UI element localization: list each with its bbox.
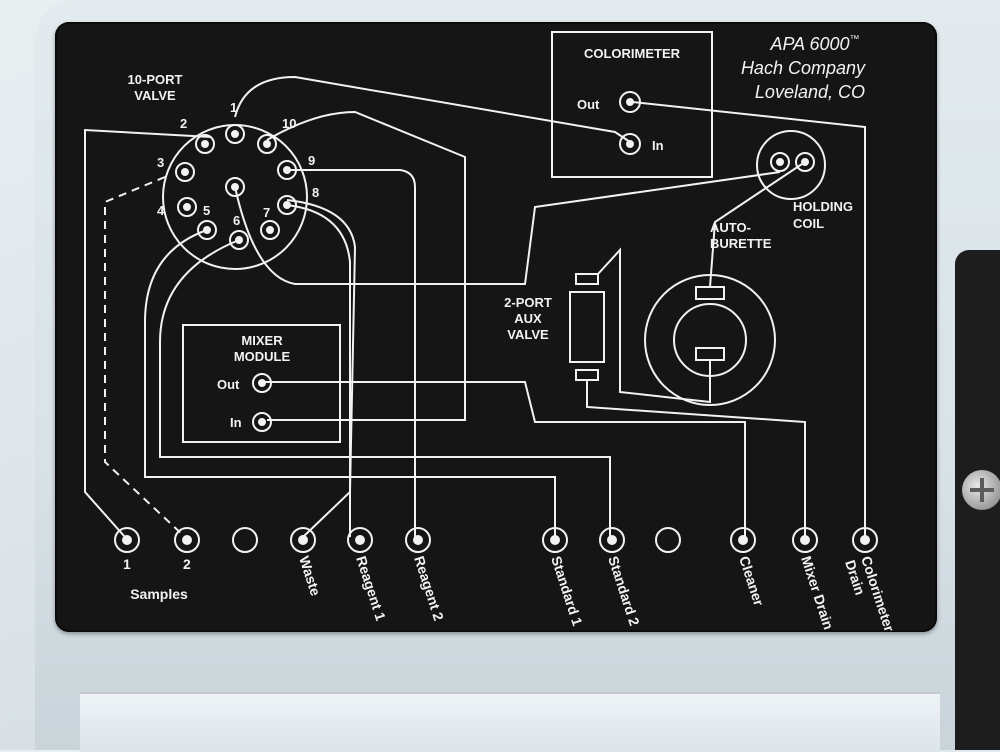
aux-valve-body (569, 291, 605, 363)
tube-aux-burette (597, 247, 711, 404)
tube-aux-mixer-drain (586, 380, 806, 537)
colorimeter-drain-port[interactable] (852, 527, 878, 553)
reagent1-label: Reagent 1 (353, 554, 389, 623)
reagent2-port[interactable] (405, 527, 431, 553)
mixer-drain-port[interactable] (792, 527, 818, 553)
screw-icon (962, 470, 1000, 510)
flow-diagram-panel: APA 6000™ Hach Company Loveland, CO 10-P… (55, 22, 937, 632)
tube-centre-holding-coil (234, 171, 781, 285)
mixer-module-in: In (230, 415, 242, 430)
port-num-8: 8 (312, 185, 319, 200)
blank-port-2 (655, 527, 681, 553)
tube-port10-mixer-in (266, 110, 466, 421)
tube-mixer-out-cleaner (265, 381, 746, 537)
standard2-port[interactable] (599, 527, 625, 553)
bottom-tray (80, 692, 940, 752)
reagent2-label: Reagent 2 (411, 554, 447, 623)
standard1-port[interactable] (542, 527, 568, 553)
tube-port9-reagent2 (287, 169, 416, 537)
port-num-4: 4 (157, 203, 165, 218)
port-num-5: 5 (203, 203, 210, 218)
colorimeter-out: Out (577, 97, 600, 112)
mixer-drain-label: Mixer Drain (798, 554, 837, 631)
ten-port-valve-title-2: VALVE (134, 88, 176, 103)
samples-group-label: Samples (130, 586, 188, 602)
aux-valve-top (575, 273, 599, 285)
reagent1-port[interactable] (347, 527, 373, 553)
tube-port5-standard1 (144, 229, 556, 537)
blank-port-1 (232, 527, 258, 553)
tube-port8-reagent1 (286, 204, 351, 537)
aux-valve-label-2: AUX (514, 311, 542, 326)
holding-coil (756, 130, 826, 200)
holding-coil-label-1: HOLDING (793, 199, 853, 214)
sample2-port[interactable] (174, 527, 200, 553)
tube-port1-colorimeter-in (234, 75, 631, 143)
auto-burette-label-1: AUTO- (710, 220, 751, 235)
mixer-module-title-1: MIXER (241, 333, 283, 348)
aux-valve-bottom (575, 369, 599, 381)
auto-burette-label-2: BURETTE (710, 236, 772, 251)
standard1-label: Standard 1 (548, 554, 586, 628)
port-num-10: 10 (282, 116, 296, 131)
brand-company: Hach Company (741, 58, 866, 78)
tube-port6-standard2 (159, 239, 611, 537)
cleaner-label: Cleaner (736, 554, 767, 608)
port-num-2: 2 (180, 116, 187, 131)
brand-model: APA 6000™ (769, 34, 859, 54)
ten-port-valve-title-1: 10-PORT (128, 72, 183, 87)
waste-port[interactable] (290, 527, 316, 553)
sample1-port[interactable] (114, 527, 140, 553)
brand-location: Loveland, CO (755, 82, 865, 102)
aux-valve-label-1: 2-PORT (504, 295, 552, 310)
colorimeter-in: In (652, 138, 664, 153)
tube-coil-burette (709, 161, 806, 288)
tube-port7-waste (286, 199, 357, 538)
holding-coil-label-2: COIL (793, 216, 824, 231)
mixer-module-box (182, 324, 341, 443)
tube-colorimeter-drain (632, 101, 866, 537)
port-num-6: 6 (233, 213, 240, 228)
sample1-label: 1 (123, 556, 131, 572)
standard2-label: Standard 2 (605, 554, 643, 628)
port-num-7: 7 (263, 205, 270, 220)
burette-top-fitting (695, 286, 725, 300)
colorimeter-title: COLORIMETER (584, 46, 681, 61)
tube-port3-sample2 (104, 176, 186, 538)
mixer-module-out: Out (217, 377, 240, 392)
port-num-9: 9 (308, 153, 315, 168)
mixer-module-title-2: MODULE (234, 349, 291, 364)
tube-port2-sample1 (84, 128, 212, 538)
waste-label: Waste (296, 554, 324, 598)
aux-valve-label-3: VALVE (507, 327, 549, 342)
port-num-1: 1 (230, 100, 237, 115)
port-num-3: 3 (157, 155, 164, 170)
colorimeter-box (551, 31, 713, 178)
cleaner-port[interactable] (730, 527, 756, 553)
burette-bottom-fitting (695, 347, 725, 361)
sample2-label: 2 (183, 556, 191, 572)
